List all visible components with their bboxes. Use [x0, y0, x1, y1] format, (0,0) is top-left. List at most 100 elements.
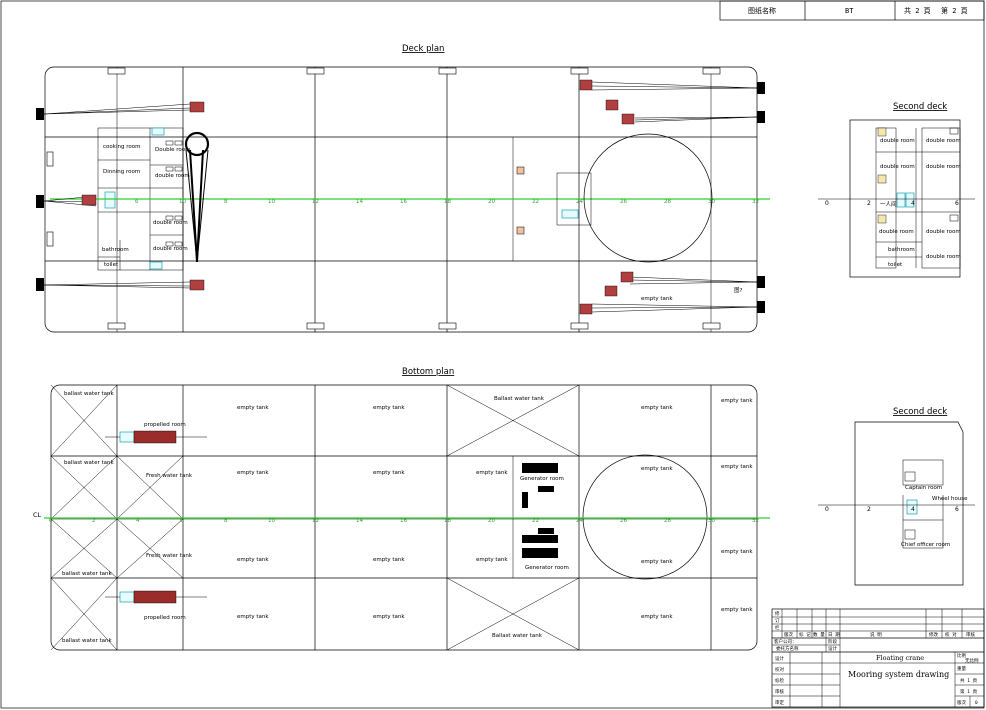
svg-text:empty tank: empty tank — [476, 557, 508, 563]
svg-text:比例: 比例 — [957, 652, 966, 659]
svg-text:12: 12 — [312, 199, 319, 205]
ballast-tank-4: ballast water tank — [62, 638, 112, 644]
svg-text:8: 8 — [224, 518, 228, 524]
sd-room-toilet: toilet — [888, 262, 903, 268]
svg-text:4: 4 — [911, 506, 915, 513]
svg-text:20: 20 — [488, 518, 495, 524]
svg-text:10: 10 — [268, 199, 275, 205]
header-name-label: 图纸名称 — [748, 6, 776, 15]
svg-text:2: 2 — [92, 518, 96, 524]
crane-pedestal-circle — [583, 133, 713, 263]
room-double-3: double room — [153, 220, 188, 226]
stair-icon — [896, 192, 915, 208]
sd-room-2: double room — [926, 138, 961, 144]
svg-text:2: 2 — [867, 506, 871, 513]
tb-standard: 标检 — [775, 677, 784, 684]
svg-text:empty tank: empty tank — [641, 614, 673, 620]
sd-room-1: double room — [880, 138, 915, 144]
svg-text:说 明: 说 明 — [870, 631, 882, 638]
tb-drawing-title: Mooring system drawing — [848, 670, 949, 679]
svg-text:empty tank: empty tank — [237, 470, 269, 476]
svg-text:empty tank: empty tank — [641, 466, 673, 472]
svg-text:4: 4 — [911, 200, 915, 207]
svg-text:24: 24 — [576, 199, 583, 205]
propelled-room-bot: propelled room — [144, 615, 186, 621]
ballast-tank-3: ballast water tank — [62, 571, 112, 577]
header-total-label: 共 2 頁 — [904, 6, 931, 15]
ballast-tank-mid-bot: Ballast water tank — [492, 633, 543, 639]
fresh-water-top: Fresh water tank — [146, 473, 193, 479]
bottom-plan: CL 0 2 4 6 8 10 12 14 16 18 20 22 24 26 … — [33, 384, 770, 651]
svg-text:empty tank: empty tank — [373, 614, 405, 620]
svg-text:标 记: 标 记 — [799, 631, 811, 638]
svg-text:6: 6 — [135, 199, 139, 205]
room-double-1: Double room — [155, 147, 190, 153]
second-deck-lower: Captain room Wheel house Chief officer r… — [818, 421, 975, 586]
svg-text:第 1 頁: 第 1 頁 — [960, 688, 978, 695]
ballast-tank-mid-top: Ballast water tank — [494, 396, 545, 402]
svg-text:16: 16 — [400, 199, 407, 205]
stair-icon — [104, 127, 165, 270]
crane-boom — [184, 131, 210, 263]
svg-text:32: 32 — [752, 518, 759, 524]
second-deck-upper: double room double room double room doub… — [818, 119, 975, 278]
sd-room-4: double room — [926, 164, 961, 170]
svg-text:empty tank: empty tank — [721, 398, 753, 404]
sd-room-5: double room — [879, 229, 914, 235]
svg-text:22: 22 — [532, 518, 539, 524]
svg-text:empty tank: empty tank — [721, 607, 753, 613]
sd-mark: 一人间 — [880, 200, 897, 208]
title-block: 修 订 栏 版次 标 记 数 量 日 期 说 明 修改 校 对 审核 客户公司：… — [771, 608, 985, 708]
crane-cab — [556, 172, 592, 226]
svg-text:0: 0 — [825, 506, 829, 513]
svg-text:empty tank: empty tank — [237, 557, 269, 563]
svg-text:empty tank: empty tank — [476, 470, 508, 476]
room-empty-tank: empty tank — [641, 296, 673, 302]
second-deck-lower-title: Second deck — [893, 407, 947, 417]
svg-text:30: 30 — [708, 518, 715, 524]
svg-text:0: 0 — [975, 700, 978, 706]
svg-text:10: 10 — [179, 199, 186, 205]
captain-room: Captain room — [905, 485, 942, 491]
generator-icon — [522, 463, 558, 558]
svg-text:22: 22 — [532, 199, 539, 205]
room-cooking: cooking room — [103, 144, 140, 150]
svg-text:版次: 版次 — [784, 631, 793, 638]
sd-room-6: double room — [926, 229, 961, 235]
room-double-2: double room — [155, 173, 190, 179]
bottom-pedestal-circle — [582, 454, 708, 580]
room-bathroom: bathroom — [102, 247, 129, 253]
svg-text:empty tank: empty tank — [641, 559, 673, 565]
propeller-icon — [105, 430, 207, 604]
generator-room-bot: Generator room — [525, 565, 569, 571]
svg-text:修: 修 — [775, 610, 780, 617]
room-dining: Dinning room — [103, 169, 140, 175]
svg-text:18: 18 — [444, 199, 451, 205]
chief-officer-room: Chief officer room — [901, 542, 950, 548]
svg-text:empty tank: empty tank — [237, 405, 269, 411]
deck-mark: 图? — [734, 286, 743, 294]
deck-plan-title: Deck plan — [402, 44, 444, 54]
generator-room-top: Generator room — [520, 476, 564, 482]
svg-text:empty tank: empty tank — [721, 464, 753, 470]
svg-text:日 期: 日 期 — [828, 632, 840, 638]
second-deck-upper-title: Second deck — [893, 102, 947, 112]
svg-text:共 1 頁: 共 1 頁 — [960, 677, 978, 684]
svg-text:empty tank: empty tank — [237, 614, 269, 620]
svg-text:0: 0 — [49, 518, 53, 524]
sd-room-3: double room — [880, 164, 915, 170]
svg-text:审核: 审核 — [966, 631, 975, 638]
svg-text:8: 8 — [224, 199, 228, 205]
svg-text:14: 14 — [356, 199, 363, 205]
svg-text:客户公司：: 客户公司： — [774, 638, 797, 645]
svg-text:26: 26 — [620, 518, 627, 524]
svg-text:6: 6 — [955, 506, 959, 513]
deck-plan: cooking room Dinning room Double room do… — [36, 66, 770, 333]
svg-text:修改: 修改 — [929, 631, 938, 638]
svg-text:28: 28 — [664, 199, 671, 205]
svg-text:版次: 版次 — [957, 699, 966, 706]
svg-text:24: 24 — [576, 518, 583, 524]
svg-text:32: 32 — [752, 199, 759, 205]
